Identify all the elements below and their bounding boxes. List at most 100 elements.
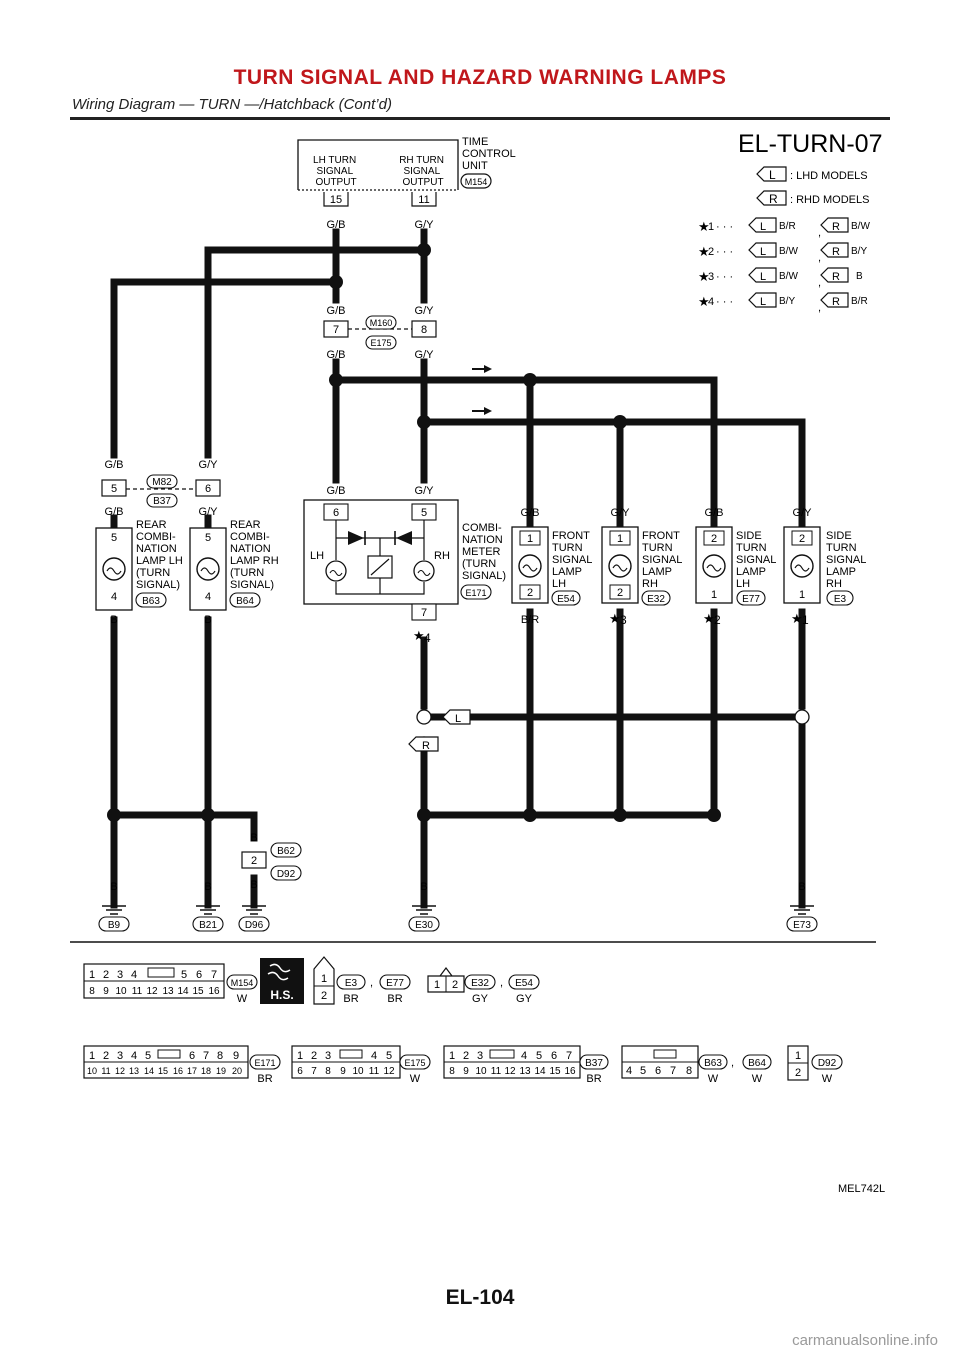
rear-lh-label: REAR COMBI- NATION LAMP LH (TURN SIGNAL) [136, 519, 186, 591]
note-3-l-flag [748, 267, 777, 283]
m82-tag [146, 474, 178, 489]
side-rh-wire-top: G/Y [793, 507, 813, 519]
pin: 7 [311, 1066, 317, 1077]
note-2-comma: , [818, 252, 821, 264]
note-2-number: 2 [708, 246, 714, 258]
note-2-dots: · · · [716, 246, 733, 258]
splice [417, 415, 431, 429]
side-lh-pin-top: 2 [711, 533, 717, 545]
junction-b62-d92: B 2 B62 D92 B [241, 832, 302, 891]
wire-gy-bus [420, 418, 806, 531]
e77-view-name: E77 [386, 978, 404, 989]
b62-pin-box [241, 851, 267, 869]
m154-view-color: W [237, 993, 248, 1005]
l-option-flag [442, 709, 471, 725]
side-rh-pin-bottom: 1 [799, 589, 805, 601]
note-3-r-flag [820, 267, 849, 283]
pin: 16 [208, 986, 220, 997]
e171-view-tag [249, 1054, 281, 1070]
front-rh-wire-top: G/Y [611, 507, 631, 519]
side-rh-star-number: 1 [802, 613, 809, 627]
pin: 3 [477, 1050, 483, 1062]
pin: 17 [187, 1066, 197, 1076]
pin: 13 [129, 1066, 139, 1076]
note-4-number: 4 [708, 296, 714, 308]
tcu-outline [297, 139, 459, 190]
b37-view-tag [579, 1054, 609, 1070]
note-2-r-symbol: R [832, 246, 840, 258]
m154-pins: 1 2 3 4 5 6 7 [89, 969, 217, 981]
pin: 6 [551, 1050, 557, 1062]
m154-tag [226, 974, 258, 990]
note-4-r-symbol: R [832, 296, 840, 308]
pin: 11 [491, 1066, 502, 1077]
ground-e73: B E73 [786, 881, 818, 932]
pin: 2 [463, 1050, 469, 1062]
pin: 6 [189, 1050, 195, 1062]
pin: 5 [145, 1050, 151, 1062]
m154-pins-bottom: 8 9 10 11 12 13 14 15 16 [89, 986, 220, 997]
front-rh-star-mark: ★ [609, 611, 621, 626]
front-lh-pin-bottom-box [519, 584, 541, 600]
front-rh-label: FRONT TURN SIGNAL LAMP RH [642, 530, 685, 590]
splice [329, 373, 343, 387]
meter-label: COMBI- NATION METER (TURN SIGNAL) [462, 522, 506, 582]
page-subtitle: Wiring Diagram — TURN —/Hatchback (Cont’… [72, 96, 392, 113]
notes: ★ 1 · · · L B/R , R B/W ★ 2 · · · L B/W … [698, 217, 870, 314]
e54-name: E54 [557, 594, 575, 605]
splice [613, 415, 627, 429]
note-4-l-flag [748, 292, 777, 308]
e171-lock [157, 1049, 181, 1059]
side-lh-wire-top: G/B [705, 507, 724, 519]
d92-tag [270, 865, 302, 881]
e175-name: E175 [370, 338, 391, 348]
note-2: ★ 2 · · · L B/W , R B/Y [698, 242, 867, 264]
b62-wire-top: B [250, 832, 257, 844]
rear-rh-pin-top: 5 [205, 532, 211, 544]
m82-pin-5: 5 [111, 483, 117, 495]
pin: 8 [686, 1065, 692, 1077]
note-3-r-symbol: R [832, 271, 840, 283]
pin: 1 [449, 1050, 455, 1062]
front-turn-signal-lamp-rh: G/Y 1 2 FRONT TURN SIGNAL LAMP RH E32 ★ … [601, 507, 685, 627]
b64-view-tag [742, 1054, 772, 1070]
note-1-dots: · · · [716, 221, 733, 233]
note-4-dots: · · · [716, 296, 733, 308]
e3-view-color: BR [343, 993, 358, 1005]
e32-e54-comma: , [500, 977, 503, 989]
front-lh-label: FRONT TURN SIGNAL LAMP LH [552, 530, 595, 590]
m82-wire-b-bottom: G/Y [199, 506, 219, 518]
tcu-pin-11: 11 [418, 194, 429, 206]
l-option-symbol: L [455, 713, 461, 725]
pin: 8 [449, 1066, 455, 1077]
e171-view-name: E171 [254, 1058, 275, 1068]
e175-view-name: E175 [404, 1058, 425, 1068]
note-1-comma: , [818, 227, 821, 239]
m82-pin-6: 6 [205, 483, 211, 495]
pin: 2 [321, 990, 327, 1002]
tcu-wire-lh: G/B [327, 219, 346, 231]
meter-internal-wiring [335, 520, 425, 595]
e77-name: E77 [742, 594, 760, 605]
e175-lock [339, 1049, 363, 1059]
ground-e73-tag [786, 916, 818, 932]
tcu-connector-name: M154 [465, 177, 488, 187]
pin: 4 [626, 1065, 632, 1077]
e54-tag [551, 590, 581, 606]
meter-wire-lh: G/B [327, 485, 346, 497]
e54-view-name: E54 [515, 978, 533, 989]
pin: 7 [203, 1050, 209, 1062]
b64-view-name: B64 [748, 1058, 766, 1069]
ground-e30-wire: B [420, 881, 427, 893]
pin: 9 [233, 1050, 239, 1062]
pin: 15 [549, 1066, 561, 1077]
side-lh-pin-bottom: 1 [711, 589, 717, 601]
m160-name: M160 [370, 318, 393, 328]
ground-d96: D96 [238, 905, 270, 932]
tcu-lh-output-label: LH TURN SIGNAL OUTPUT [313, 155, 359, 188]
ground-icon [102, 905, 126, 915]
note-2-l-flag [748, 242, 777, 258]
pin: 3 [117, 1050, 123, 1062]
meter-star-number: 4 [424, 631, 431, 645]
lamp-filament [106, 567, 122, 575]
